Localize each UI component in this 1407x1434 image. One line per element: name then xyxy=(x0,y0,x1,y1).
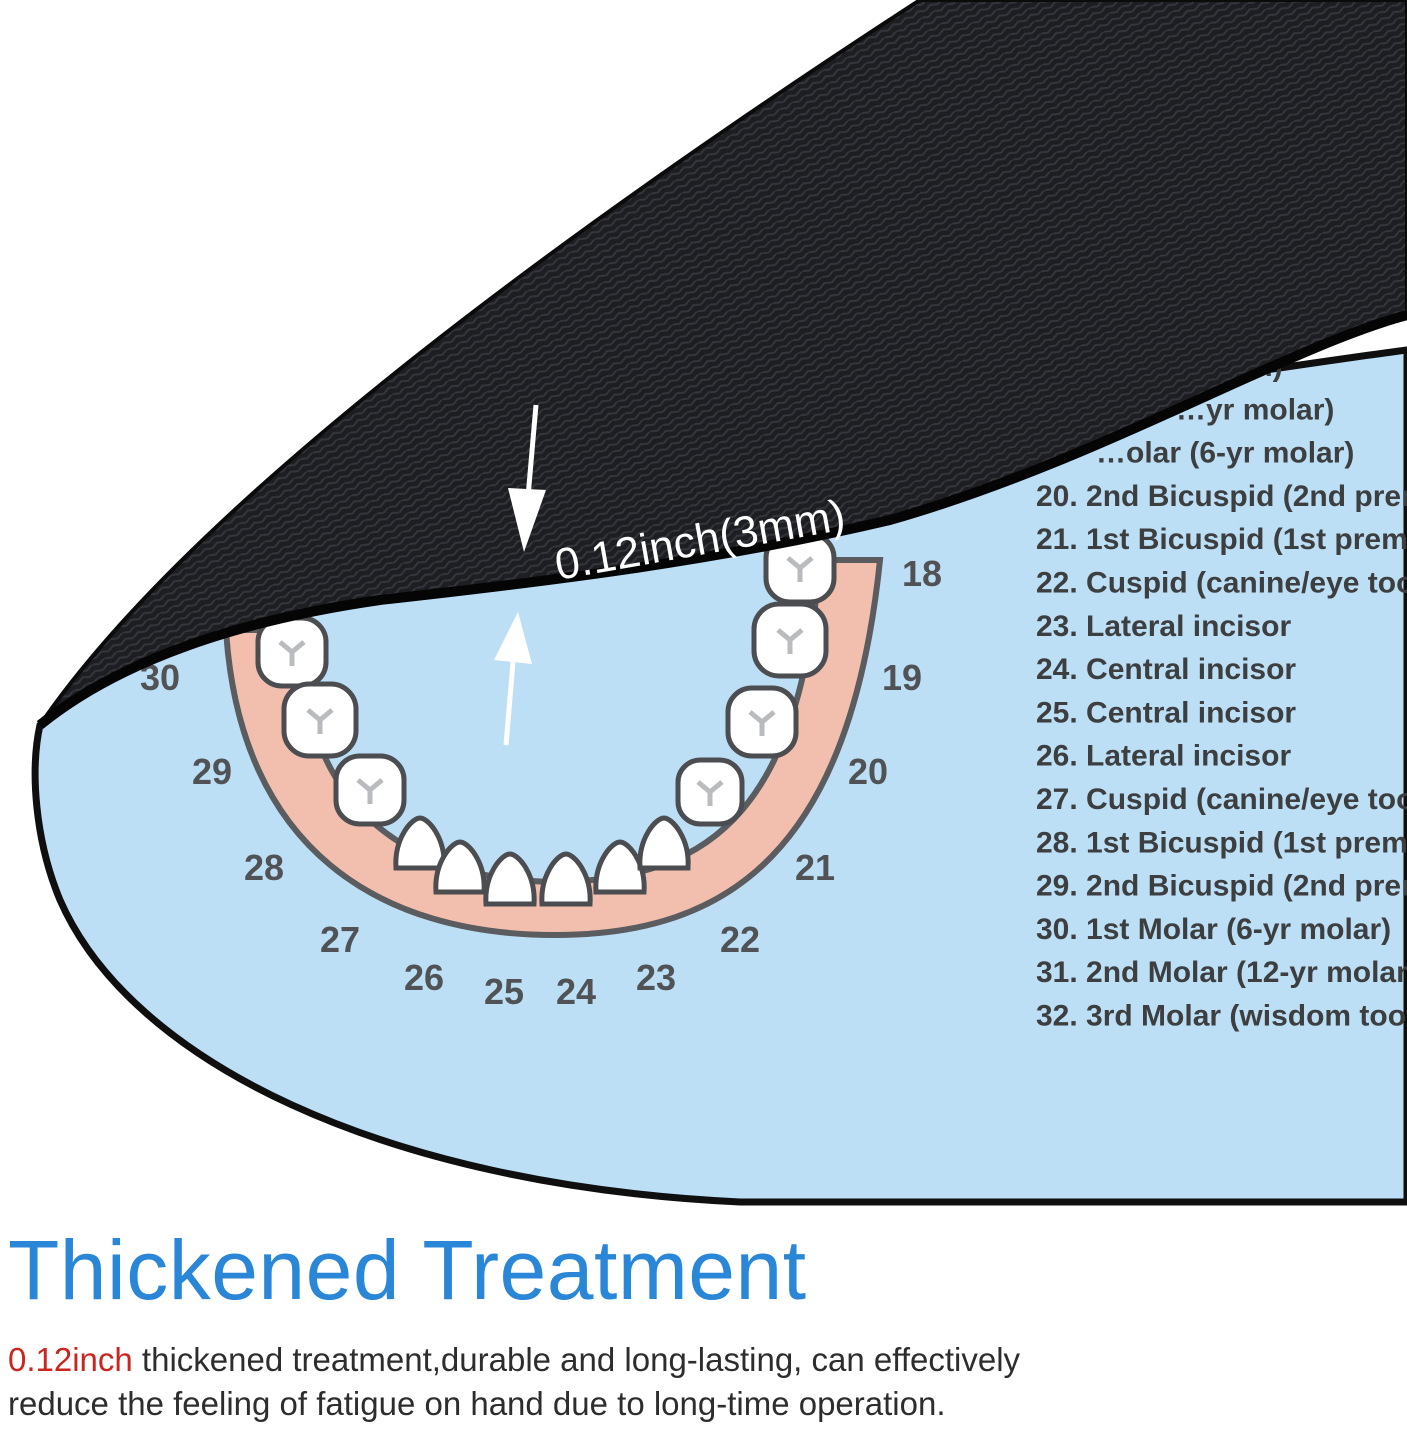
tooth-number: 26 xyxy=(404,957,444,998)
tooth-number: 29 xyxy=(192,751,232,792)
tooth-number: 19 xyxy=(882,657,922,698)
legend-item: 26. Lateral incisor xyxy=(1036,740,1291,773)
legend-item: …olar (6-yr molar) xyxy=(1096,437,1354,470)
front-tooth xyxy=(393,815,447,871)
legend-item: 25. Central incisor xyxy=(1036,696,1296,729)
legend-item: 31. 2nd Molar (12-yr molar) xyxy=(1036,956,1407,989)
teeth-group xyxy=(255,531,837,907)
tooth-legend-list: …oth)…yr molar)…olar (6-yr molar)20. 2nd… xyxy=(1036,350,1407,1033)
front-tooth xyxy=(539,851,593,907)
legend-item: 27. Cuspid (canine/eye tooth) xyxy=(1036,783,1407,816)
description-highlight: 0.12inch xyxy=(8,1341,133,1378)
tooth-number: 27 xyxy=(320,919,360,960)
arrow-up-icon xyxy=(494,612,532,746)
legend-item: 20. 2nd Bicuspid (2nd premola xyxy=(1036,480,1407,513)
legend-item: 24. Central incisor xyxy=(1036,653,1296,686)
legend-item: 21. 1st Bicuspid (1st premolar xyxy=(1036,523,1407,556)
tooth-number: 28 xyxy=(244,847,284,888)
legend-item: 32. 3rd Molar (wisdom tooth) xyxy=(1036,1000,1407,1033)
legend-item: 30. 1st Molar (6-yr molar) xyxy=(1036,913,1391,946)
front-tooth xyxy=(433,839,487,895)
tooth-number: 22 xyxy=(720,919,760,960)
tooth-number: 20 xyxy=(848,751,888,792)
description-text: thickened treatment,durable and long-las… xyxy=(8,1341,1021,1422)
front-tooth xyxy=(637,815,691,871)
description: 0.12inch thickened treatment,durable and… xyxy=(8,1338,1128,1426)
front-tooth xyxy=(593,839,647,895)
legend-item: 23. Lateral incisor xyxy=(1036,610,1291,643)
tooth-number: 23 xyxy=(636,957,676,998)
tooth-number: 21 xyxy=(795,847,835,888)
legend-item: 22. Cuspid (canine/eye tooth) xyxy=(1036,567,1407,600)
tooth-number: 24 xyxy=(556,971,596,1012)
legend-item: 28. 1st Bicuspid (1st premolar xyxy=(1036,826,1407,859)
headline: Thickened Treatment xyxy=(8,1223,807,1317)
legend-item: 29. 2nd Bicuspid (2nd premola xyxy=(1036,870,1407,903)
front-tooth xyxy=(483,851,537,907)
arrow-down-icon xyxy=(508,404,546,552)
tooth-number: 25 xyxy=(484,971,524,1012)
tooth-number: 18 xyxy=(902,553,942,594)
